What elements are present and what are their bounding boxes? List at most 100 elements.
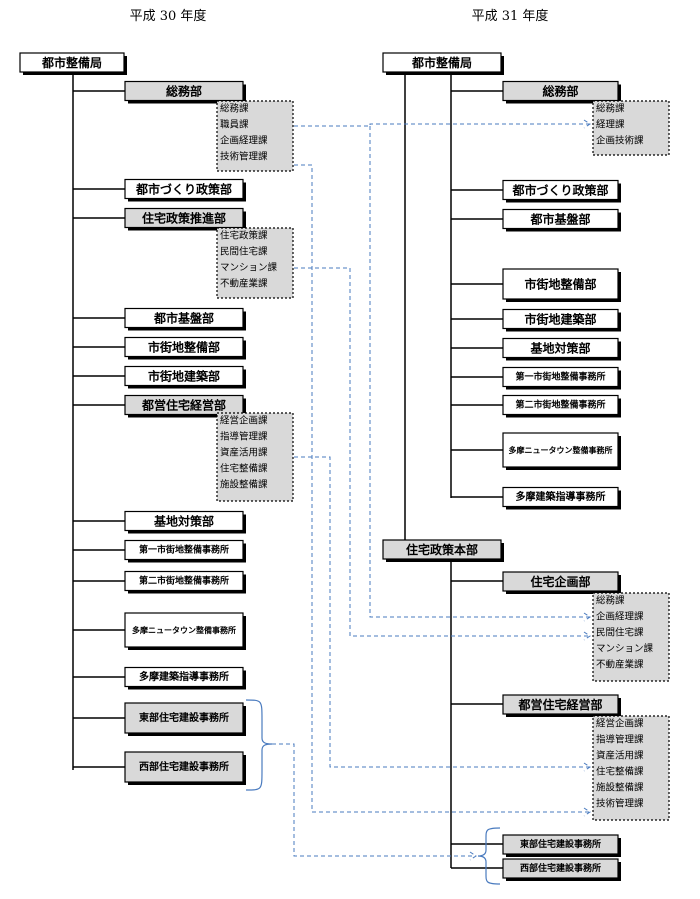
department-box: 総務部 xyxy=(124,80,246,104)
section-item: 技術管理課 xyxy=(220,151,268,163)
department-box: 都市づくり政策部 xyxy=(124,178,246,202)
box-frame xyxy=(502,858,619,879)
box-label: 東部住宅建設事務所 xyxy=(139,711,229,724)
box-label: 東部住宅建設事務所 xyxy=(520,838,601,850)
section-item: 職員課 xyxy=(220,119,249,131)
box-label: 都市整備局 xyxy=(411,55,472,70)
box-label: 第一市街地整備事務所 xyxy=(139,544,229,556)
department-box: 基地対策部 xyxy=(124,510,246,534)
section-item: 民間住宅課 xyxy=(596,627,644,639)
headquarters-box: 住宅政策本部 xyxy=(382,539,504,562)
box-frame xyxy=(382,539,502,560)
move-arrow-line xyxy=(294,123,590,127)
department-box: 第二市街地整備事務所 xyxy=(124,570,246,594)
section-list-frame xyxy=(592,592,670,682)
arrow-head xyxy=(469,851,477,861)
box-label: 都市基盤部 xyxy=(153,311,214,326)
box-label: 基地対策部 xyxy=(153,514,214,529)
section-item: 指導管理課 xyxy=(220,431,268,443)
department-box: 住宅企画部 xyxy=(502,571,621,594)
section-item: 技術管理課 xyxy=(596,798,644,810)
box-label: 西部住宅建設事務所 xyxy=(139,760,229,773)
department-box: 住宅政策推進部 xyxy=(124,207,246,231)
box-frame xyxy=(124,307,244,329)
section-item: 総務課 xyxy=(220,103,249,115)
box-frame xyxy=(502,179,619,201)
move-arrow-line xyxy=(294,267,590,637)
box-label: 住宅政策本部 xyxy=(406,542,478,557)
root-box-left: 都市整備局 xyxy=(19,52,127,75)
box-label: 市街地建築部 xyxy=(148,369,220,384)
box-frame xyxy=(502,834,619,855)
box-label: 都市づくり政策部 xyxy=(511,183,608,198)
year-label-right: 平成 31 年度 xyxy=(472,8,549,24)
box-frame xyxy=(124,702,244,734)
section-item: 企画技術課 xyxy=(596,135,644,147)
section-list-frame xyxy=(216,412,294,502)
section-item: 総務課 xyxy=(596,595,625,607)
department-box: 多摩建築指導事務所 xyxy=(124,666,246,690)
box-frame xyxy=(502,394,619,416)
department-box: 都営住宅経営部 xyxy=(124,394,246,418)
department-box: 第二市街地整備事務所 xyxy=(502,394,621,418)
section-item: マンション課 xyxy=(220,262,278,274)
curly-brace xyxy=(245,699,273,791)
section-item: 不動産業課 xyxy=(596,659,644,671)
box-frame xyxy=(124,336,244,358)
section-item: 経営企画課 xyxy=(596,718,644,730)
box-label: 多摩建築指導事務所 xyxy=(516,490,606,503)
move-arrow-line xyxy=(294,456,590,768)
box-label: 総務部 xyxy=(166,84,202,99)
box-frame xyxy=(124,510,244,532)
arrow-head xyxy=(583,612,591,622)
section-item: 住宅整備課 xyxy=(220,463,268,475)
curly-brace xyxy=(477,827,501,885)
box-label: 多摩建築指導事務所 xyxy=(139,670,229,683)
box-label: 都市整備局 xyxy=(41,55,102,70)
box-label: 市街地整備部 xyxy=(524,277,596,292)
box-frame xyxy=(124,80,244,102)
box-label: 都営住宅経営部 xyxy=(141,398,226,413)
box-frame xyxy=(382,52,502,73)
section-item: 総務課 xyxy=(596,103,625,115)
box-frame xyxy=(124,394,244,416)
box-label: 住宅政策推進部 xyxy=(142,211,226,226)
section-list-frame xyxy=(592,100,670,156)
move-arrow-line xyxy=(294,164,590,813)
box-frame xyxy=(124,751,244,783)
box-frame xyxy=(19,52,125,73)
department-box: 基地対策部 xyxy=(502,337,621,361)
box-frame xyxy=(502,337,619,359)
box-frame xyxy=(124,570,244,592)
org-boxes: 都市整備局総務部都市づくり政策部住宅政策推進部都市基盤部市街地整備部市街地建築部… xyxy=(19,52,670,881)
box-label: 都営住宅経営部 xyxy=(517,697,602,712)
department-box: 多摩建築指導事務所 xyxy=(502,486,621,510)
section-item: 指導管理課 xyxy=(596,734,644,746)
box-label: 第一市街地整備事務所 xyxy=(515,371,605,383)
box-frame xyxy=(502,366,619,388)
box-frame xyxy=(502,486,619,508)
department-box: 総務部 xyxy=(502,80,621,104)
box-label: 第二市街地整備事務所 xyxy=(139,575,229,587)
move-arrow-line xyxy=(272,743,476,857)
box-frame xyxy=(124,612,244,648)
section-list-frame xyxy=(216,227,294,299)
section-list-frame xyxy=(216,100,294,172)
box-frame xyxy=(502,571,619,592)
box-label: 基地対策部 xyxy=(529,341,590,356)
box-label: 都市づくり政策部 xyxy=(135,182,232,197)
reorganization-arrows xyxy=(245,119,591,885)
department-box: 多摩ニュータウン整備事務所 xyxy=(502,432,621,470)
section-item: 施設整備課 xyxy=(220,479,268,491)
section-item: 住宅整備課 xyxy=(596,766,644,778)
connector-lines xyxy=(72,71,503,869)
box-frame xyxy=(124,666,244,688)
box-frame xyxy=(502,694,619,715)
box-frame xyxy=(124,178,244,200)
box-frame xyxy=(502,308,619,330)
